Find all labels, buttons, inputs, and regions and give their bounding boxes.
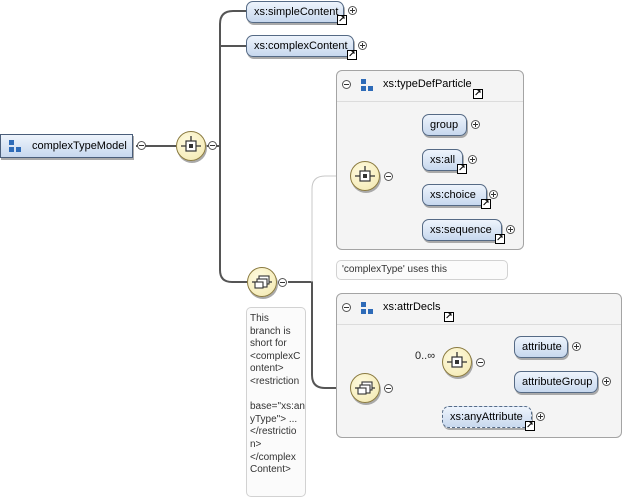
collapse-icon[interactable] — [384, 172, 393, 181]
element-label: xs:complexContent — [254, 40, 348, 52]
sequence-compositor-icon[interactable] — [350, 373, 380, 403]
note-line: </restrictio — [250, 426, 297, 438]
element-complexContent[interactable]: xs:complexContent — [246, 35, 354, 57]
choice-symbol-icon — [181, 136, 201, 152]
expand-icon[interactable] — [348, 6, 357, 15]
expand-icon[interactable] — [468, 155, 477, 164]
note-line: n> — [250, 438, 262, 450]
root-label: complexTypeModel — [32, 140, 127, 152]
note-line — [250, 389, 303, 402]
branch-note: This branch is short for <complexC onten… — [246, 307, 306, 497]
expand-icon[interactable] — [506, 225, 515, 234]
reference-arrow-icon — [481, 197, 491, 209]
element-label: group — [430, 119, 459, 131]
root-element-complexTypeModel[interactable]: complexTypeModel — [0, 134, 133, 158]
note-line: Content> — [250, 464, 291, 476]
expand-icon[interactable] — [572, 342, 581, 351]
collapse-icon[interactable] — [137, 141, 146, 150]
note-line: branch is — [250, 325, 291, 337]
element-label: attribute — [522, 341, 562, 353]
reference-arrow-icon — [525, 419, 535, 431]
expand-icon[interactable] — [471, 120, 480, 129]
element-label: xs:sequence — [430, 224, 492, 236]
group-header-divider — [337, 324, 621, 325]
sequence-symbol-icon — [252, 275, 272, 289]
element-label: xs:all — [430, 154, 456, 166]
reference-arrow-icon — [444, 310, 454, 322]
element-label: attributeGroup — [522, 376, 593, 388]
reference-arrow-icon — [473, 87, 483, 99]
collapse-icon[interactable] — [342, 303, 351, 312]
reference-arrow-icon — [337, 13, 347, 25]
group-title: xs:attrDecls — [383, 301, 441, 313]
choice-compositor-icon[interactable] — [350, 161, 380, 191]
sequence-symbol-icon — [355, 381, 375, 395]
choice-compositor-icon[interactable] — [176, 131, 206, 161]
collapse-icon[interactable] — [278, 278, 287, 287]
choice-symbol-icon — [447, 352, 467, 368]
element-xs-sequence[interactable]: xs:sequence — [422, 219, 502, 241]
collapse-icon[interactable] — [342, 80, 351, 89]
element-simpleContent[interactable]: xs:simpleContent — [246, 1, 344, 23]
note-line: ontent> — [250, 363, 284, 375]
element-xs-choice[interactable]: xs:choice — [422, 184, 487, 206]
element-group[interactable]: group — [422, 114, 467, 136]
element-xs-all[interactable]: xs:all — [422, 149, 463, 171]
expand-icon[interactable] — [358, 41, 367, 50]
reference-arrow-icon — [347, 48, 357, 60]
collapse-icon[interactable] — [208, 141, 217, 150]
group-icon — [361, 302, 373, 314]
note-line: yType"> ... — [250, 413, 298, 425]
reference-arrow-icon — [457, 162, 467, 174]
note-line: This — [250, 313, 269, 324]
note-line: <complexC — [250, 350, 301, 362]
element-label: xs:anyAttribute — [450, 411, 523, 423]
note-line: base="xs:an — [250, 401, 305, 413]
usage-note-text: 'complexType' uses this — [342, 264, 447, 275]
collapse-icon[interactable] — [476, 358, 485, 367]
note-line: short for — [250, 338, 287, 350]
expand-icon[interactable] — [489, 190, 498, 199]
group-icon — [9, 140, 21, 152]
group-header-divider — [337, 101, 523, 102]
element-attributeGroup[interactable]: attributeGroup — [514, 371, 598, 393]
choice-compositor-icon[interactable] — [442, 347, 472, 377]
occurrence-label: 0..∞ — [415, 350, 436, 362]
element-label: xs:simpleContent — [254, 6, 339, 18]
collapse-icon[interactable] — [384, 384, 393, 393]
group-icon — [361, 79, 373, 91]
element-anyAttribute[interactable]: xs:anyAttribute — [442, 406, 532, 428]
expand-icon[interactable] — [602, 377, 611, 386]
expand-icon[interactable] — [536, 412, 545, 421]
note-line: </complex — [250, 451, 296, 463]
element-attribute[interactable]: attribute — [514, 336, 568, 358]
note-line: <restriction — [250, 375, 300, 387]
reference-arrow-icon — [495, 232, 505, 244]
usage-note: 'complexType' uses this — [336, 260, 508, 280]
element-label: xs:choice — [430, 189, 476, 201]
group-title: xs:typeDefParticle — [383, 78, 472, 90]
choice-symbol-icon — [355, 166, 375, 182]
sequence-compositor-icon[interactable] — [247, 267, 277, 297]
